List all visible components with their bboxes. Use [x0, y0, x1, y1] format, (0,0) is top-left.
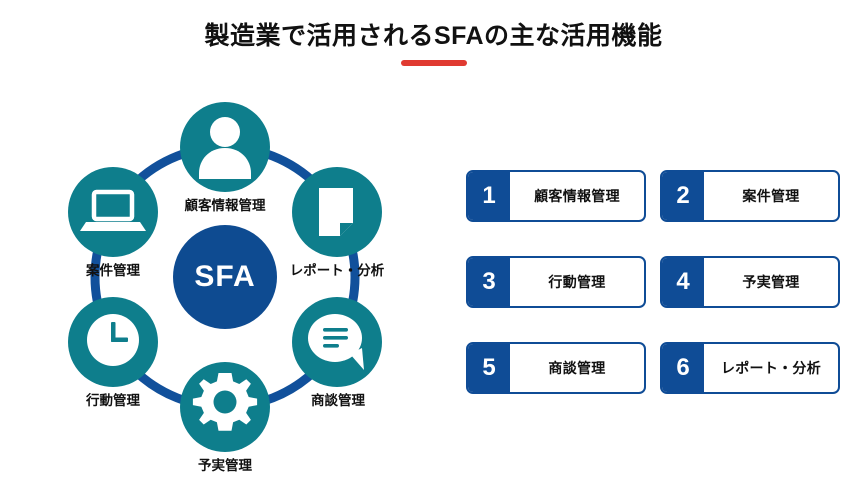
node-activity[interactable]: [68, 297, 158, 387]
list-item-number: 3: [468, 258, 510, 306]
center-label-sfa: SFA: [194, 260, 256, 293]
person-icon: [199, 117, 251, 179]
node-label-customer-info: 顧客情報管理: [184, 198, 266, 213]
list-item-label: レポート・分析: [720, 360, 822, 376]
laptop-icon: [80, 189, 146, 231]
node-report[interactable]: [292, 167, 382, 257]
node-circle: [68, 167, 158, 257]
node-negotiation[interactable]: [292, 297, 382, 387]
list-item-number: 1: [468, 172, 510, 220]
gear-icon: [192, 373, 258, 431]
node-label-project: 案件管理: [86, 263, 140, 278]
diagram-canvas: [68, 102, 382, 452]
title-area: 製造業で活用されるSFAの主な活用機能: [0, 0, 867, 82]
list-item-label: 行動管理: [548, 274, 606, 290]
list-item-label: 予実管理: [742, 274, 800, 290]
list-item-5[interactable]: 5 商談管理: [466, 342, 646, 394]
list-item-label: 商談管理: [548, 360, 606, 376]
list-item-label: 顧客情報管理: [534, 188, 620, 204]
title-underline-accent: [400, 60, 467, 66]
node-label-report: レポート・分析: [289, 263, 385, 278]
node-label-activity: 行動管理: [86, 393, 140, 408]
page-title: 製造業で活用されるSFAの主な活用機能: [204, 22, 663, 50]
list-item-1[interactable]: 1 顧客情報管理: [466, 170, 646, 222]
node-label-budget-actual: 予実管理: [198, 458, 252, 473]
list-item-4[interactable]: 4 予実管理: [660, 256, 840, 308]
node-label-negotiation: 商談管理: [311, 393, 365, 408]
list-item-6[interactable]: 6 レポート・分析: [660, 342, 840, 394]
clock-icon: [87, 314, 139, 366]
list-item-number: 4: [662, 258, 704, 306]
document-icon: [319, 188, 353, 236]
list-item-number: 6: [662, 344, 704, 392]
sfa-cycle-diagram: SFA 顧客情報管理 レポート・分析 商談管理 予実管理 行動管理 案件管理: [20, 82, 450, 495]
node-customer-info[interactable]: [180, 102, 270, 192]
list-item-number: 2: [662, 172, 704, 220]
list-item-number: 5: [468, 344, 510, 392]
list-item-label: 案件管理: [742, 188, 800, 204]
list-item-3[interactable]: 3 行動管理: [466, 256, 646, 308]
feature-list: 1 顧客情報管理 2 案件管理 3 行動管理 4 予実管理 5 商談管理 6 レ…: [466, 170, 846, 405]
chat-icon: [308, 314, 364, 370]
node-budget-actual[interactable]: [180, 362, 270, 452]
center-node-sfa: [173, 225, 277, 329]
node-project[interactable]: [68, 167, 158, 257]
center-circle: [173, 225, 277, 329]
list-item-2[interactable]: 2 案件管理: [660, 170, 840, 222]
